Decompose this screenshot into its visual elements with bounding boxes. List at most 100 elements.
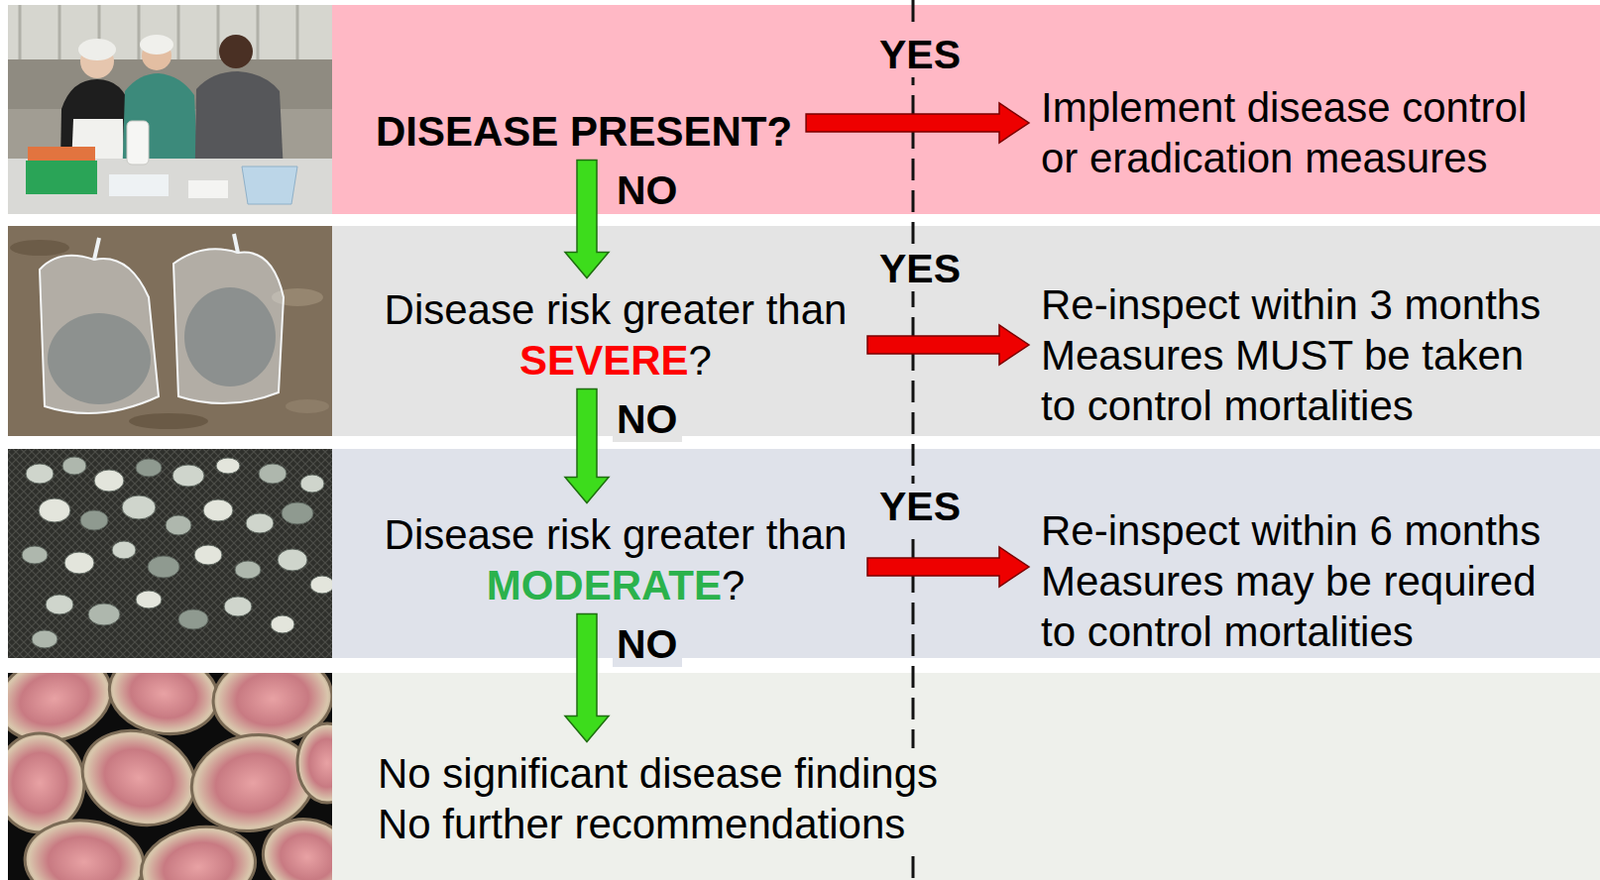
photo-abalone-shell (297, 723, 333, 803)
photo-mesh (7, 449, 333, 659)
photo-shell (178, 609, 209, 630)
photo-shell (270, 615, 295, 634)
photo-shell (80, 510, 109, 531)
edge-label-holder: YES (875, 483, 965, 530)
action-node: Re-inspect within 3 monthsMeasures MUST … (1034, 279, 1558, 432)
photo-bottle (126, 120, 149, 165)
action-text: Measures may be required to control mort… (1040, 556, 1552, 658)
edge-label-holder: NO (612, 396, 683, 443)
photo-tray (109, 174, 169, 197)
photo-shell (165, 515, 192, 536)
photo-green-basket (25, 160, 98, 195)
green-block-arrow (565, 160, 609, 279)
action-text: Re-inspect within 6 months (1040, 505, 1552, 557)
decision-text: Disease risk greater than MODERATE? (377, 509, 854, 611)
photo-shell (234, 561, 261, 579)
photo-shell (45, 594, 74, 615)
photo-shell (31, 630, 58, 649)
photo-shell (224, 596, 252, 617)
photo-bucket (241, 166, 298, 205)
photo-bag (173, 248, 284, 404)
red-block-arrow (867, 325, 1029, 365)
photo-box (188, 180, 229, 199)
highlight-word: SEVERE (519, 337, 688, 384)
yes-arrow (867, 547, 1029, 587)
action-text: Implement disease control or eradication… (1040, 82, 1552, 184)
photo-abalone (7, 673, 333, 880)
action-text: Measures MUST be taken to control mortal… (1040, 330, 1552, 432)
edge-label-holder: NO (612, 167, 683, 214)
photo-shell (245, 513, 274, 534)
photo-shell (310, 575, 333, 594)
yes-arrow (867, 325, 1029, 365)
photo-sand-texture (128, 413, 209, 430)
yes-arrow (805, 103, 1029, 143)
decision-text: DISEASE PRESENT? (375, 106, 793, 157)
no-arrow (565, 160, 609, 279)
photo-shell (38, 498, 71, 523)
photo-bag-knot (94, 233, 238, 260)
photo-shell (147, 556, 180, 578)
photo-shells (21, 457, 333, 649)
photo-shells-on-mesh (7, 449, 333, 659)
photo-lab-workers (7, 4, 333, 215)
photo-shell (203, 499, 233, 522)
photo-bag (39, 255, 159, 414)
decision-text: Disease risk greater than SEVERE? (377, 284, 854, 386)
action-text: Re-inspect within 3 months (1040, 279, 1552, 331)
photo-shell (216, 457, 240, 474)
photo-person-right-head (219, 34, 253, 69)
edge-label: NO (612, 621, 683, 668)
photo-shell (121, 495, 156, 520)
photo-orange-basket (27, 146, 96, 161)
red-block-arrow (867, 547, 1029, 587)
photo-sand-texture (9, 239, 70, 256)
photo-sand-texture (285, 399, 330, 414)
photo-shell (21, 546, 48, 565)
photo-shell (64, 552, 95, 574)
result-node: No significant disease findingsNo furthe… (371, 748, 944, 850)
decision-node: Disease risk greater than SEVERE? (371, 284, 860, 386)
edge-label: YES (875, 483, 965, 530)
green-block-arrow (565, 614, 609, 743)
result-text: No further recommendations (377, 799, 938, 850)
photo-shell (135, 458, 162, 477)
photo-shell (62, 457, 87, 475)
result-text: No significant disease findings (377, 748, 938, 800)
photo-table (7, 158, 333, 215)
photo-abalone-shell (21, 815, 148, 880)
photo-shell (88, 603, 120, 626)
photo-person-left-hairnet (78, 38, 116, 61)
photo-abalones (7, 673, 333, 880)
photo-background (7, 4, 333, 215)
photo-sample-bags (7, 226, 333, 437)
no-arrow (565, 614, 609, 743)
photo-abalone-shell (254, 809, 333, 880)
edge-label-holder: YES (875, 31, 965, 78)
decision-node: Disease risk greater than MODERATE? (371, 509, 860, 611)
edge-label: NO (612, 167, 683, 214)
photo-shell (258, 463, 287, 484)
photo-shell (277, 549, 308, 572)
edge-label: YES (875, 31, 965, 78)
decision-node: DISEASE PRESENT? (369, 106, 799, 157)
action-node: Implement disease control or eradication… (1034, 82, 1558, 184)
photo-abalone-shell (7, 733, 85, 833)
action-node: Re-inspect within 6 monthsMeasures may b… (1034, 505, 1558, 658)
photo-shell (135, 590, 162, 609)
edge-label: NO (612, 396, 683, 443)
photo-ground (7, 226, 333, 437)
photo-shell (94, 469, 124, 492)
photo-shell (300, 474, 325, 493)
photo-shell (25, 463, 54, 484)
photo-person-center-hairnet (139, 34, 174, 55)
photo-shell (112, 541, 136, 560)
edge-label-holder: NO (612, 621, 683, 668)
photo-shell (194, 545, 223, 566)
photo-shell (172, 464, 205, 487)
photo-shell (281, 502, 314, 525)
edge-label-holder: YES (875, 245, 965, 292)
photo-abalone-shell (134, 818, 262, 880)
photo-ceiling-beams (19, 4, 298, 60)
no-arrow (565, 389, 609, 504)
